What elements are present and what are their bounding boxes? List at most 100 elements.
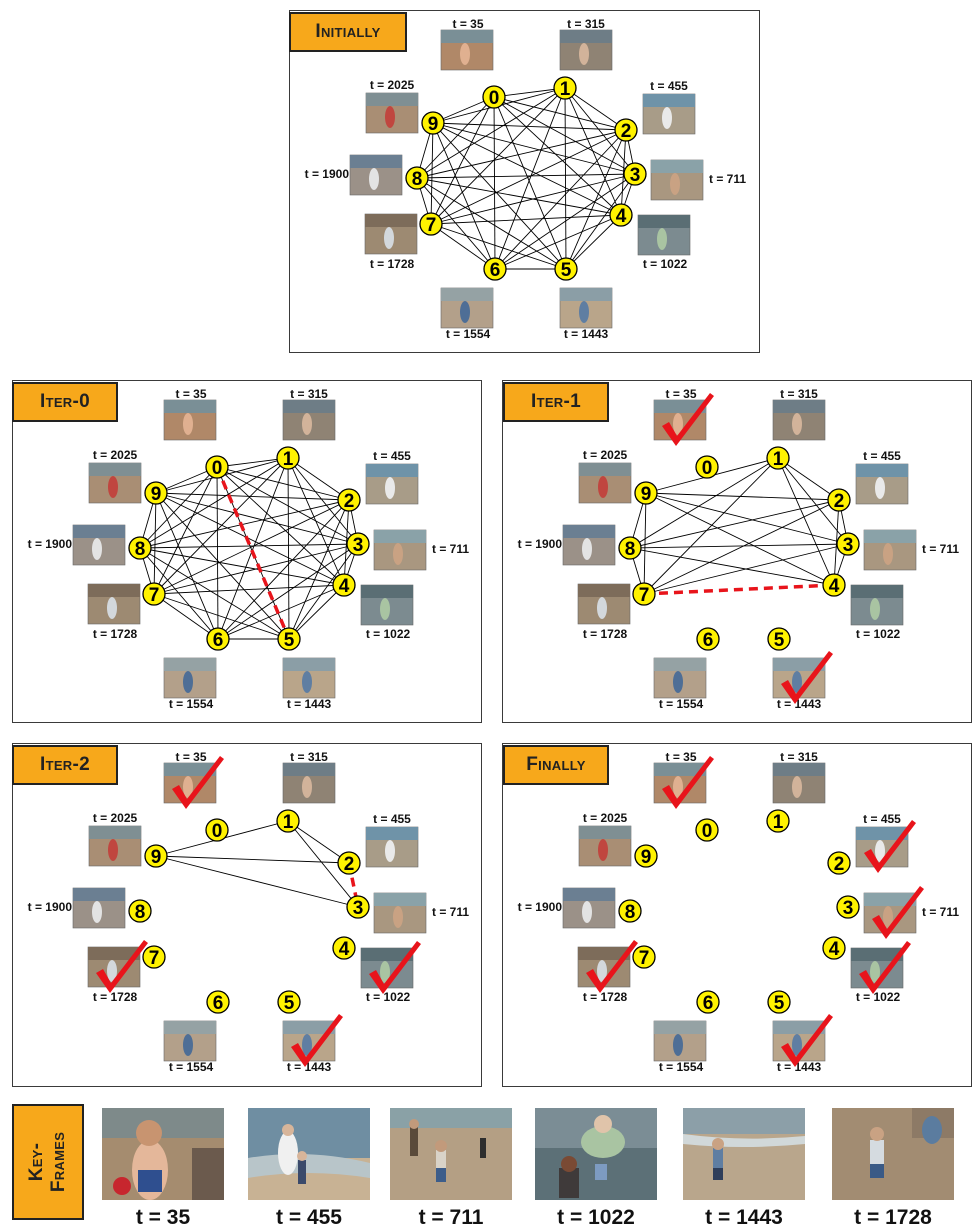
iter2-thumb-0-figure [183, 776, 193, 798]
initially-edge-1-6 [494, 87, 566, 270]
iter0-edge-2-9 [155, 492, 350, 501]
initially-edge-0-6 [493, 96, 496, 270]
iter0-node-9 [144, 481, 168, 505]
iter2-time-label-8: t = 1900 [28, 900, 73, 914]
initially-edge-5-8 [416, 177, 567, 270]
iter1-thumb-6-sky [654, 658, 706, 671]
iter1-node-4-label: 4 [829, 576, 840, 597]
iter0-thumb-9-figure [108, 476, 118, 498]
initially-edge-4-7 [430, 214, 622, 225]
iter0-edge-5-8 [139, 547, 290, 640]
finally-node-3 [836, 895, 860, 919]
iter1-thumb-7-figure [597, 597, 607, 619]
iter1-thumb-0-sky [654, 400, 706, 413]
initially-thumb-7-figure [384, 227, 394, 249]
iter2-thumb-4-sky [361, 948, 413, 961]
iter0-edge-5-9 [155, 492, 290, 640]
iter0-time-label-6: t = 1554 [169, 697, 214, 711]
iter2-node-3 [346, 895, 370, 919]
iter2-node-4-label: 4 [339, 939, 350, 960]
iter0-edge-1-7 [153, 457, 289, 595]
iter0-edge-5-7 [153, 593, 290, 640]
iter1-time-label-8: t = 1900 [518, 537, 563, 551]
iter2-time-label-7: t = 1728 [93, 990, 138, 1004]
iter0-thumb-0-figure [183, 413, 193, 435]
iter2-check-4 [369, 941, 421, 994]
iter0-edge-0-3 [216, 466, 359, 545]
finally-check-0 [662, 756, 714, 809]
finally-node-0-label: 0 [702, 821, 713, 842]
iter2-thumb-9-figure [108, 839, 118, 861]
iter0-thumb-6-figure [183, 671, 193, 693]
initially-node-1 [553, 76, 577, 100]
iter1-thumb-6-figure [673, 671, 683, 693]
iter1-dashed-edge-7-4 [643, 583, 835, 596]
keyframe-label-4: t = 1022 [557, 1206, 635, 1229]
iter2-node-4 [332, 936, 356, 960]
iter2-thumb-6-figure [183, 1034, 193, 1056]
iter1-node-7 [632, 582, 656, 606]
initially-edge-0-2 [493, 96, 627, 131]
initially-thumb-6-sky [441, 288, 493, 301]
iter0-edge-3-5 [288, 543, 359, 640]
initially-node-9 [421, 111, 445, 135]
initially-node-6-label: 6 [490, 260, 501, 281]
iter1-time-label-0: t = 35 [665, 387, 696, 401]
iter1-thumb-9-sky [579, 463, 631, 476]
finally-check-4 [859, 941, 911, 994]
keyframe-label-5: t = 1443 [705, 1206, 783, 1229]
iter0-node-8-label: 8 [135, 539, 146, 560]
iter2-node-7-label: 7 [149, 948, 160, 969]
iter0-edge-2-8 [139, 499, 350, 549]
iter1-thumb-2-sky [856, 464, 908, 477]
iter1-node-3 [836, 532, 860, 556]
iter1-time-label-2: t = 455 [863, 449, 901, 463]
initially-node-3-label: 3 [630, 165, 641, 186]
initially-node-4-label: 4 [616, 206, 627, 227]
finally-node-1 [766, 809, 790, 833]
keyframe-thumb-4 [535, 1108, 657, 1200]
iter2-thumb-8-figure [92, 901, 102, 923]
finally-thumb-4-figure [870, 961, 880, 983]
iter0-edge-0-6 [216, 466, 219, 640]
iter2-node-8-label: 8 [135, 902, 146, 923]
iter2-edge-3-9 [155, 855, 359, 908]
iter0-time-label-2: t = 455 [373, 449, 411, 463]
iter0-thumb-1-figure [302, 413, 312, 435]
finally-thumb-7-figure [597, 960, 607, 982]
iter0-edge-0-4 [216, 466, 345, 586]
initially-thumb-2-figure [662, 107, 672, 129]
iter2-thumb-8-sky [73, 888, 125, 901]
initially-time-label-8: t = 1900 [305, 167, 350, 181]
initially-edge-0-7 [430, 96, 495, 225]
iter0-node-2 [337, 488, 361, 512]
iter2-node-5-label: 5 [284, 993, 295, 1014]
iter0-thumb-2-figure [385, 477, 395, 499]
finally-node-3-label: 3 [843, 898, 854, 919]
iter2-node-2 [337, 851, 361, 875]
iter2-thumb-2-figure [385, 840, 395, 862]
finally-check-5 [781, 1014, 833, 1067]
finally-thumb-2-figure [875, 840, 885, 862]
initially-time-label-0: t = 35 [452, 17, 483, 31]
iter2-node-5 [277, 990, 301, 1014]
iter1-thumb-7-sky [578, 584, 630, 597]
iter1-thumb-0-figure [673, 413, 683, 435]
iter1-thumb-2-figure [875, 477, 885, 499]
finally-thumb-2-sky [856, 827, 908, 840]
iter1-node-8 [618, 536, 642, 560]
iter2-node-8 [128, 899, 152, 923]
iter1-node-6-label: 6 [703, 630, 714, 651]
iter0-thumb-9-sky [89, 463, 141, 476]
iter1-time-label-5: t = 1443 [777, 697, 822, 711]
initially-thumb-1-sky [560, 30, 612, 43]
iter0-edge-2-5 [288, 499, 350, 640]
initially-node-2-label: 2 [621, 121, 632, 142]
iter0-edge-3-9 [155, 492, 359, 545]
initially-edge-2-7 [430, 129, 627, 225]
iter2-node-0-label: 0 [212, 821, 223, 842]
iter1-thumb-3-sky [864, 530, 916, 543]
iter0-time-label-1: t = 315 [290, 387, 328, 401]
iter1-node-6 [696, 627, 720, 651]
iter2-thumb-9-sky [89, 826, 141, 839]
